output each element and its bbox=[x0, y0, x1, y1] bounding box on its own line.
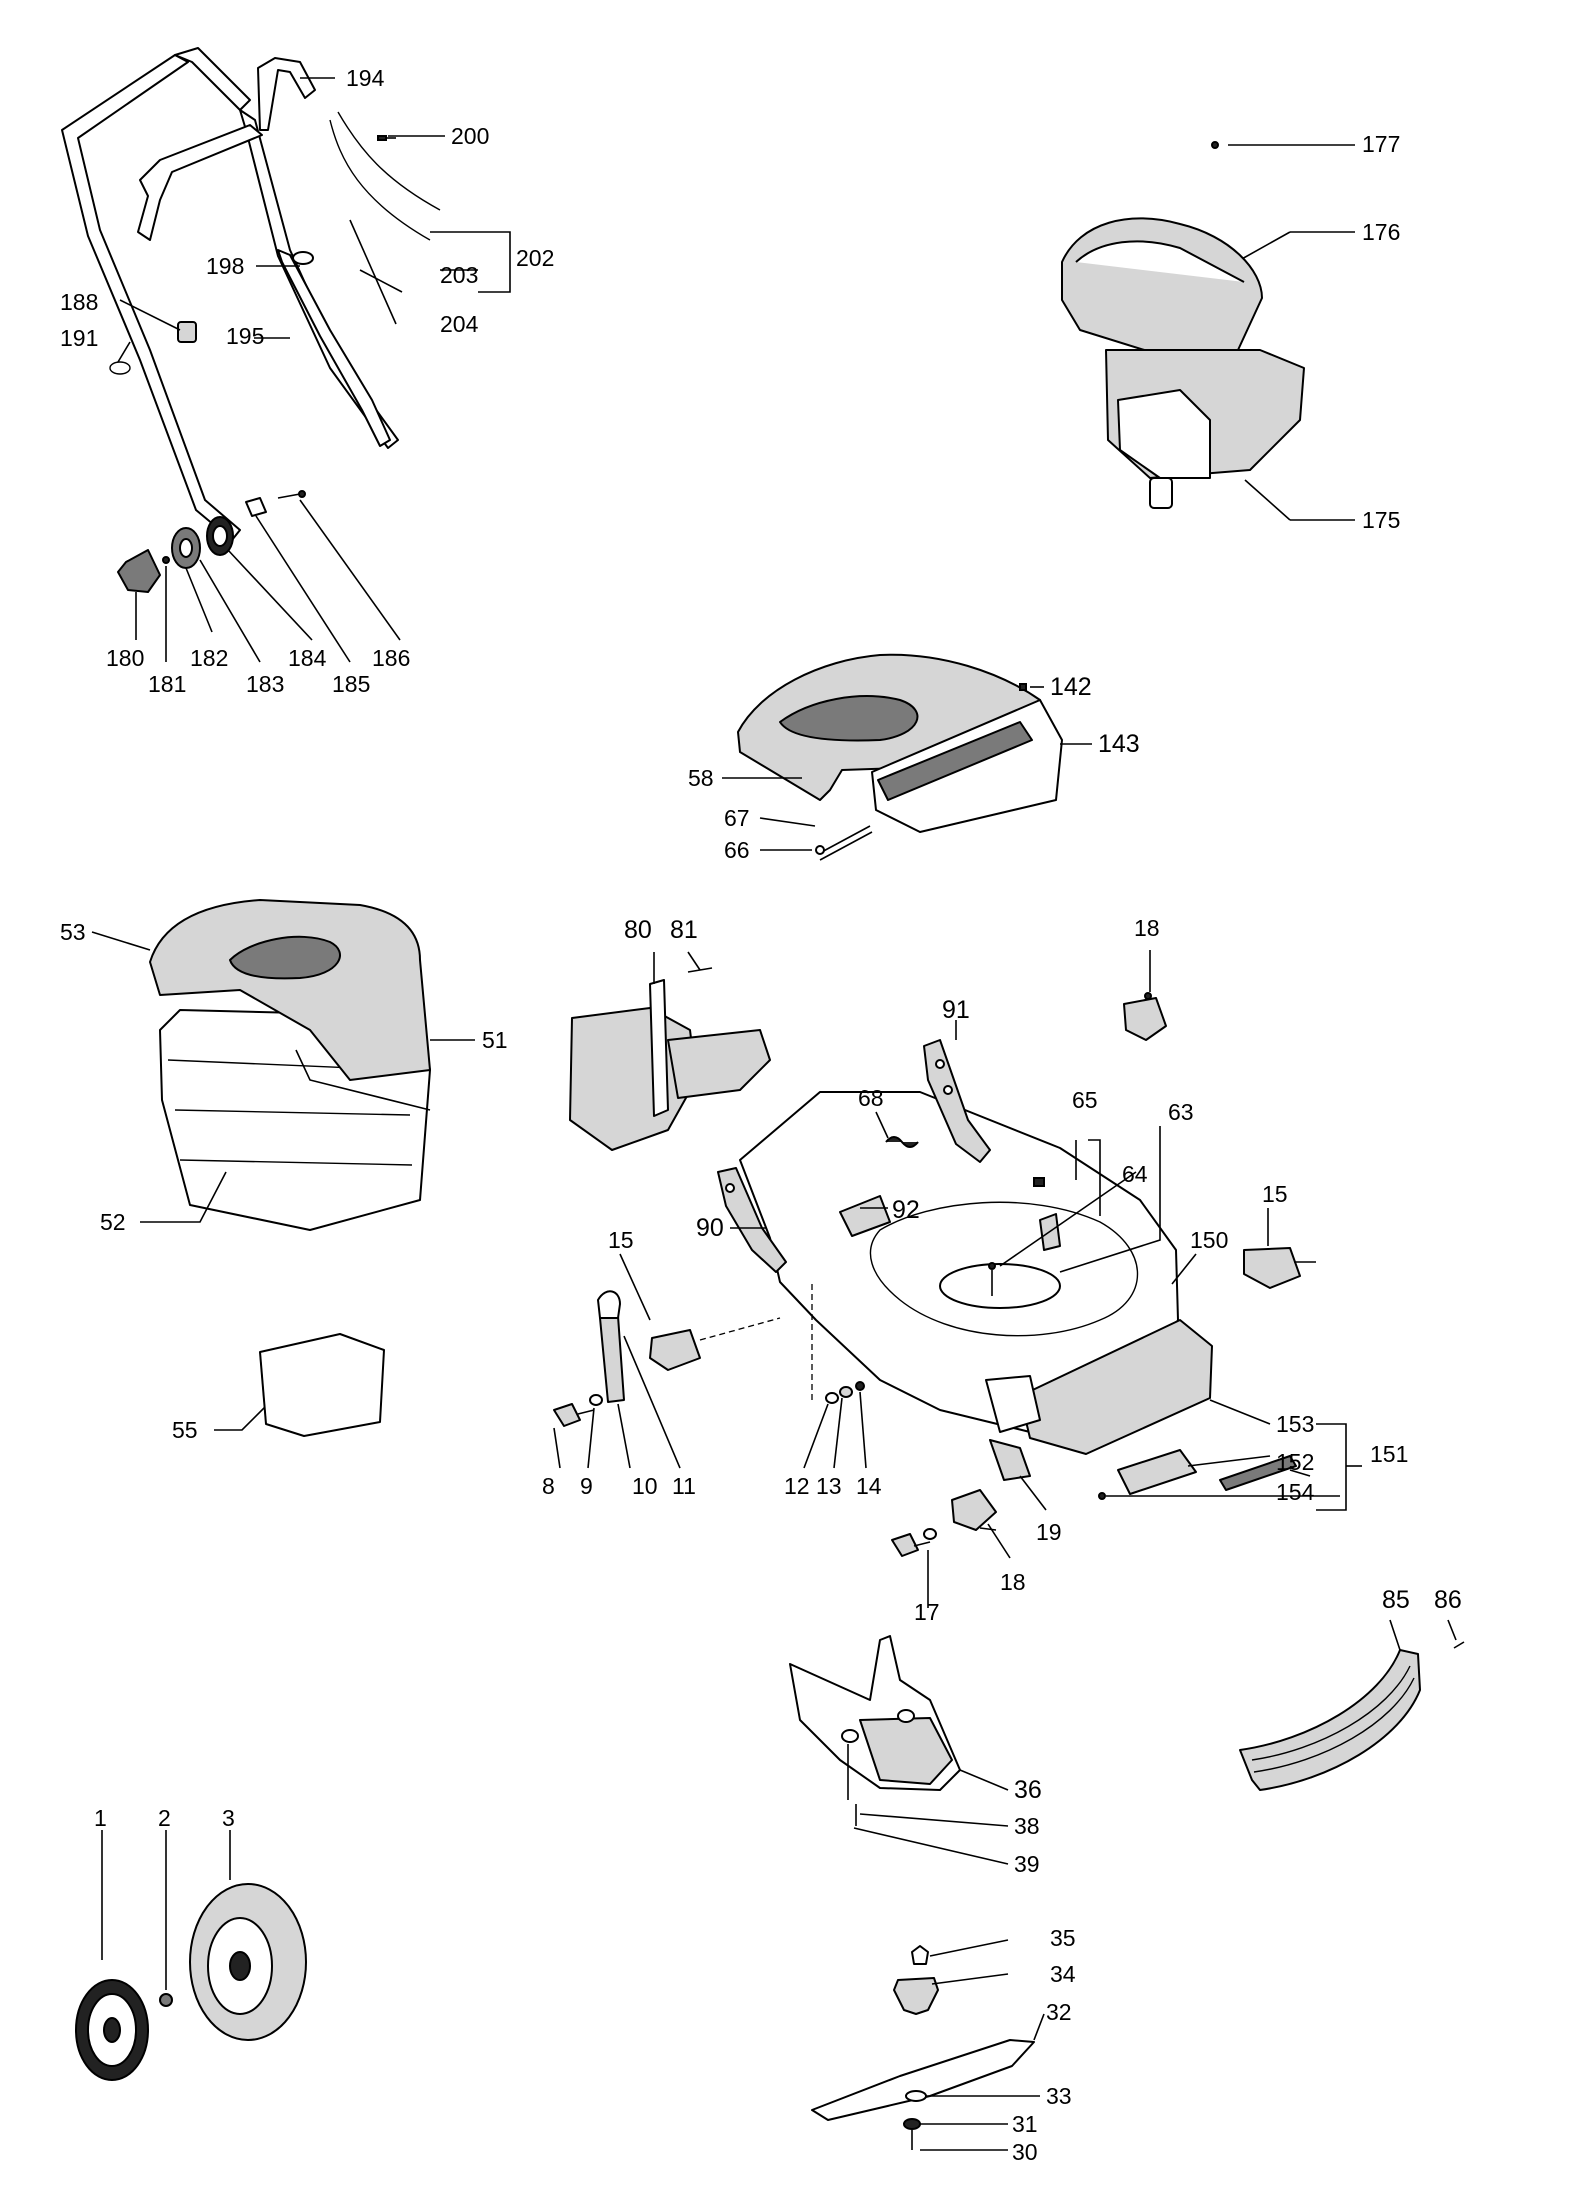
wheel-axle-bracket-right bbox=[1243, 1247, 1316, 1289]
label-191: 191 bbox=[60, 325, 98, 351]
label-55: 55 bbox=[172, 1417, 198, 1443]
label-200: 200 bbox=[451, 123, 489, 149]
label-86: 86 bbox=[1434, 1586, 1462, 1614]
label-67: 67 bbox=[724, 805, 750, 831]
label-17: 17 bbox=[914, 1599, 940, 1625]
label-142: 142 bbox=[1050, 673, 1092, 701]
wheel-assembly bbox=[75, 1830, 307, 2081]
label-80: 80 bbox=[624, 916, 652, 944]
rear-flap-spring bbox=[1239, 1619, 1465, 1791]
handle-leaders bbox=[117, 77, 1355, 663]
label-30: 30 bbox=[1012, 2139, 1038, 2165]
handlebar-assembly bbox=[61, 47, 441, 593]
label-153: 153 bbox=[1276, 1411, 1314, 1437]
wheel-axle-bracket-left bbox=[649, 1317, 781, 1371]
label-63: 63 bbox=[1168, 1099, 1194, 1125]
label-184: 184 bbox=[288, 645, 327, 671]
label-39: 39 bbox=[1014, 1851, 1040, 1877]
foam-cushion bbox=[259, 1333, 385, 1437]
grass-catcher-assembly bbox=[149, 899, 431, 1231]
label-186: 186 bbox=[372, 645, 410, 671]
label-176: 176 bbox=[1362, 219, 1400, 245]
label-203: 203 bbox=[440, 262, 478, 288]
bolt-17 bbox=[891, 1528, 937, 1557]
label-91: 91 bbox=[942, 996, 970, 1024]
label-66: 66 bbox=[724, 837, 750, 863]
label-92: 92 bbox=[892, 1196, 920, 1224]
rear-deflector-assembly bbox=[737, 653, 1063, 861]
label-182: 182 bbox=[190, 645, 228, 671]
deflector-leaders bbox=[722, 686, 1092, 851]
label-13: 13 bbox=[816, 1473, 842, 1499]
label-18-top: 18 bbox=[1134, 915, 1160, 941]
label-11: 11 bbox=[672, 1473, 696, 1499]
label-3: 3 bbox=[222, 1805, 235, 1831]
label-81: 81 bbox=[670, 916, 698, 944]
label-154: 154 bbox=[1276, 1479, 1315, 1505]
label-198: 198 bbox=[206, 253, 244, 279]
wheel-bracket-bottom bbox=[951, 1489, 997, 1531]
label-68: 68 bbox=[858, 1085, 884, 1111]
blade-adapter-housing bbox=[789, 1635, 1009, 1865]
deck-leaders bbox=[553, 950, 1362, 1608]
label-188: 188 bbox=[60, 289, 98, 315]
label-15-right: 15 bbox=[1262, 1181, 1288, 1207]
mower-deck bbox=[739, 1091, 1213, 1455]
part-labels: 194 200 177 202 203 204 198 195 188 191 … bbox=[60, 65, 1462, 2165]
label-177: 177 bbox=[1362, 131, 1400, 157]
mulch-leaders bbox=[653, 951, 701, 984]
label-195: 195 bbox=[226, 323, 264, 349]
label-12: 12 bbox=[784, 1473, 810, 1499]
height-sector bbox=[989, 1439, 1031, 1481]
label-85: 85 bbox=[1382, 1586, 1410, 1614]
label-181: 181 bbox=[148, 671, 186, 697]
label-2: 2 bbox=[158, 1805, 171, 1831]
label-150: 150 bbox=[1190, 1227, 1228, 1253]
label-35: 35 bbox=[1050, 1925, 1076, 1951]
label-34: 34 bbox=[1050, 1961, 1076, 1987]
label-180: 180 bbox=[106, 645, 144, 671]
label-38: 38 bbox=[1014, 1813, 1040, 1839]
label-31: 31 bbox=[1012, 2111, 1038, 2137]
label-18-bottom: 18 bbox=[1000, 1569, 1026, 1595]
label-32: 32 bbox=[1046, 1999, 1072, 2025]
label-58: 58 bbox=[688, 765, 714, 791]
height-lever-rear bbox=[923, 1039, 991, 1163]
label-64: 64 bbox=[1122, 1161, 1148, 1187]
label-143: 143 bbox=[1098, 730, 1140, 758]
label-183: 183 bbox=[246, 671, 284, 697]
bolt-washer-left bbox=[553, 1394, 603, 1427]
label-51: 51 bbox=[482, 1027, 508, 1053]
label-204: 204 bbox=[440, 311, 479, 337]
label-15-left: 15 bbox=[608, 1227, 634, 1253]
mulch-plug bbox=[569, 967, 771, 1151]
label-90: 90 bbox=[696, 1214, 724, 1242]
label-53: 53 bbox=[60, 919, 86, 945]
label-14: 14 bbox=[856, 1473, 882, 1499]
label-175: 175 bbox=[1362, 507, 1400, 533]
wheel-bracket-top bbox=[1123, 992, 1167, 1041]
label-9: 9 bbox=[580, 1473, 593, 1499]
nut-washer-set bbox=[811, 1284, 865, 1404]
label-36: 36 bbox=[1014, 1776, 1042, 1804]
label-33: 33 bbox=[1046, 2083, 1072, 2109]
label-10: 10 bbox=[632, 1473, 658, 1499]
label-194: 194 bbox=[346, 65, 385, 91]
label-202: 202 bbox=[516, 245, 554, 271]
mulch-plate-set bbox=[1098, 1449, 1297, 1500]
label-151: 151 bbox=[1370, 1441, 1408, 1467]
label-8: 8 bbox=[542, 1473, 555, 1499]
blade-assembly bbox=[811, 1939, 1045, 2151]
engine-assembly bbox=[1061, 141, 1305, 509]
height-lever-front bbox=[717, 1167, 787, 1273]
label-152: 152 bbox=[1276, 1449, 1314, 1475]
adjustment-lever bbox=[597, 1290, 625, 1403]
grass-catcher-leaders bbox=[91, 931, 475, 1431]
label-65: 65 bbox=[1072, 1087, 1098, 1113]
label-1: 1 bbox=[94, 1805, 107, 1831]
label-19: 19 bbox=[1036, 1519, 1062, 1545]
label-185: 185 bbox=[332, 671, 370, 697]
label-52: 52 bbox=[100, 1209, 126, 1235]
